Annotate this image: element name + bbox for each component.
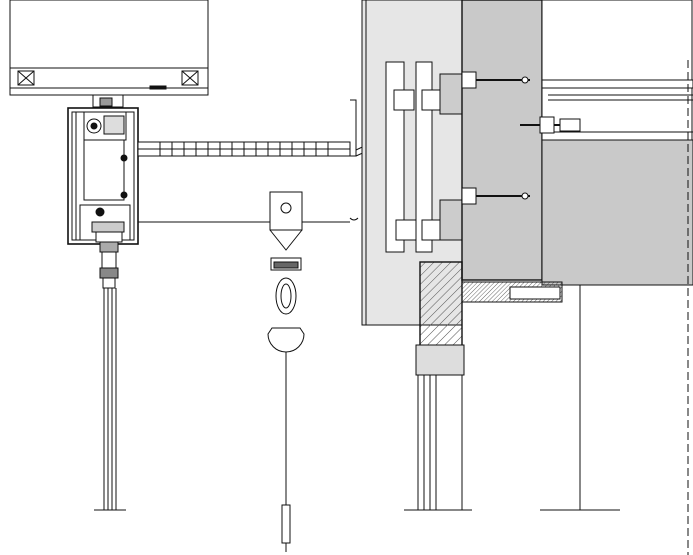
window-frame: [404, 285, 620, 511]
anchor-bolts: [461, 71, 581, 205]
bolt-icon: [95, 207, 105, 217]
drive-housing: [67, 94, 139, 289]
bolt-icon: [120, 154, 128, 162]
bolt-icon: [120, 191, 128, 199]
vent-icon-right: [181, 70, 199, 86]
curtain-rail-left: [94, 288, 126, 511]
timber-frame: [362, 261, 563, 373]
bracket-teeth: [159, 142, 329, 156]
chain-link-icon: [275, 277, 297, 315]
bolt-icon: [461, 71, 530, 89]
chain-hook-assembly: [267, 191, 305, 552]
pulley-icon: [86, 118, 102, 134]
ceiling-box: [9, 0, 209, 96]
steel-column: [461, 0, 693, 286]
vent-icon-left: [17, 70, 35, 86]
bolt-icon: [461, 187, 530, 205]
bolt-icon: [520, 116, 581, 134]
